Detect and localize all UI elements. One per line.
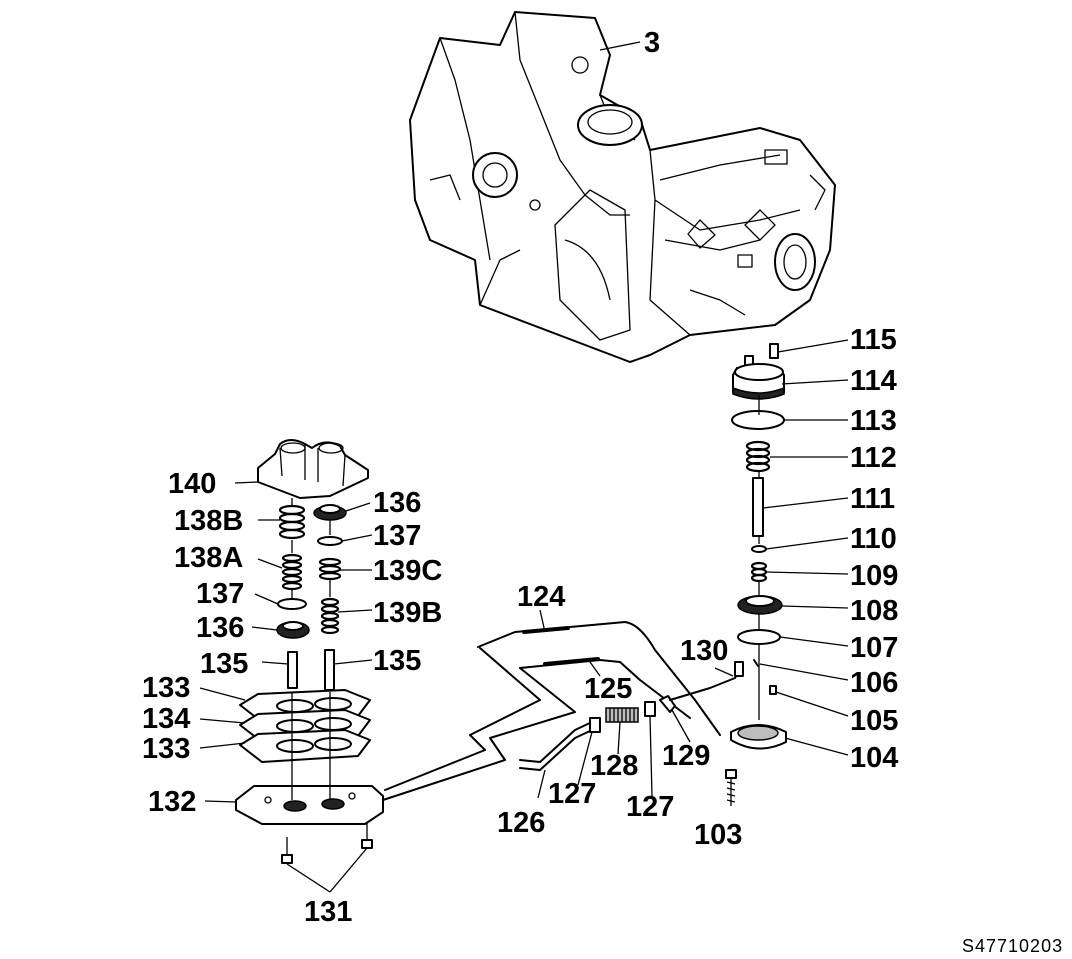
callout-105: 105 [850, 705, 898, 737]
callout-139C: 139C [373, 555, 442, 587]
callout-112: 112 [850, 442, 897, 474]
part-106 [753, 659, 759, 667]
callout-114: 114 [850, 365, 897, 397]
callout-137-left: 137 [196, 578, 244, 610]
part-132-valve-body [235, 785, 384, 825]
part-136-piston-right [313, 504, 347, 521]
leader-lines [199, 41, 849, 893]
callout-106: 106 [850, 667, 898, 699]
callout-138B: 138B [174, 505, 243, 537]
callout-107: 107 [850, 632, 898, 664]
callout-103: 103 [694, 819, 742, 851]
part-131-bolts [281, 822, 373, 864]
part-135-pin-right [324, 649, 335, 691]
part-138B-spring [278, 504, 306, 540]
callout-132: 132 [148, 786, 196, 818]
callout-129: 129 [662, 740, 710, 772]
part-127-fitting-right [644, 701, 656, 717]
callout-111: 111 [850, 483, 895, 515]
callout-133-bottom: 133 [142, 733, 190, 765]
part-137-ring-right [317, 536, 343, 546]
callout-130: 130 [680, 635, 728, 667]
part-105 [769, 685, 777, 695]
callout-labels: 3 115 114 113 112 111 110 109 108 107 10… [142, 27, 1063, 956]
callout-127-right: 127 [626, 791, 674, 823]
part-136-piston-left [276, 621, 310, 639]
callout-128: 128 [590, 750, 638, 782]
callout-127-left: 127 [548, 778, 596, 810]
transmission-case [409, 11, 836, 363]
part-113-o-ring [731, 410, 785, 430]
part-129-clip [659, 695, 676, 713]
callout-126: 126 [497, 807, 545, 839]
callout-135-left: 135 [200, 648, 248, 680]
part-107-ring [737, 629, 781, 645]
callout-110: 110 [850, 523, 897, 555]
callout-108: 108 [850, 595, 898, 627]
callout-135-right: 135 [373, 645, 421, 677]
callout-109: 109 [850, 560, 898, 592]
part-110-clip [751, 545, 767, 553]
right-valve-stack [725, 343, 787, 806]
callout-124: 124 [517, 581, 565, 613]
callout-136-left: 136 [196, 612, 244, 644]
part-103-bolt [725, 769, 737, 806]
part-104-housing [730, 724, 787, 750]
callout-133-top: 133 [142, 672, 190, 704]
callout-139B: 139B [373, 597, 442, 629]
part-127-fitting-left [589, 717, 601, 733]
callout-125: 125 [584, 673, 632, 705]
part-135-pin-left [287, 651, 298, 689]
part-139C-spring [318, 557, 342, 581]
callout-131: 131 [304, 896, 352, 928]
tube-assemblies [382, 621, 744, 801]
callout-113: 113 [850, 405, 897, 437]
part-111-rod [752, 477, 764, 537]
left-valve-stack [235, 439, 384, 864]
part-114-cover [732, 355, 785, 400]
callout-134: 134 [142, 703, 190, 735]
part-133-gasket-bottom [239, 729, 371, 763]
callout-3: 3 [644, 27, 660, 59]
part-112-spring [745, 440, 771, 473]
part-115-bolt [769, 343, 779, 359]
part-137-ring-left [277, 598, 307, 610]
callout-104: 104 [850, 742, 898, 774]
part-128-spring [605, 707, 639, 723]
part-140-cover [257, 439, 369, 499]
figure-code: S47710203 [962, 936, 1063, 956]
callout-140: 140 [168, 468, 216, 500]
part-109-spring [750, 561, 768, 583]
callout-138A: 138A [174, 542, 243, 574]
callout-115: 115 [850, 324, 897, 356]
callout-137-right: 137 [373, 520, 421, 552]
part-139B-spring [320, 597, 340, 635]
part-108-piston [737, 595, 783, 615]
part-138A-spring [281, 553, 303, 591]
callout-136-right: 136 [373, 487, 421, 519]
